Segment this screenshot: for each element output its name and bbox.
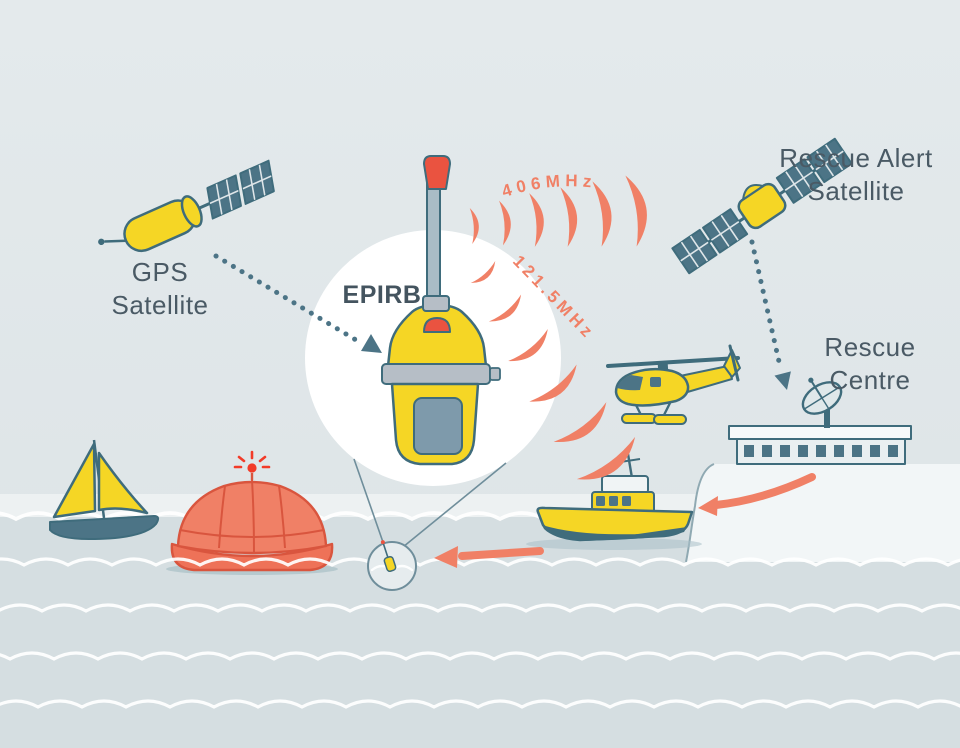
cockpit-window: [617, 375, 643, 391]
dotted-arrow-icon: [213, 239, 791, 390]
epirb-screen: [413, 397, 463, 455]
rescue-centre-label-line2: Centre: [829, 365, 910, 395]
satellite-dish-icon: [801, 377, 843, 415]
rescue-alert-satellite-icon: Rescue Alert Satellite: [671, 137, 933, 275]
sailboat-icon: [49, 439, 160, 540]
helicopter-icon: [606, 344, 741, 425]
antenna-collar: [422, 295, 450, 312]
gps-body-endcap: [180, 195, 203, 228]
rescue-centre-label-line1: Rescue: [824, 332, 915, 362]
float-front: [621, 413, 657, 424]
main-sail: [52, 442, 97, 519]
activation-dome-button: [423, 317, 451, 333]
gps-satellite-icon: GPS Satellite: [98, 159, 275, 320]
tail-rotor: [728, 344, 740, 382]
canopy-seams: [179, 479, 325, 553]
callout-line-right: [402, 462, 507, 548]
sat-panel-grid: [680, 144, 844, 268]
gps-solar-panels: [206, 159, 275, 220]
flash-rays: [233, 450, 271, 469]
sat-dish: [742, 184, 765, 201]
gps-antenna: [104, 239, 127, 243]
gps-label-line1: GPS: [132, 257, 188, 287]
gps-antenna-tip: [98, 238, 105, 246]
floating-epirb: [380, 540, 397, 573]
epirb-antenna: [426, 175, 441, 315]
boat-shadow: [526, 538, 702, 550]
dispatch-swoosh-arrow: [712, 473, 816, 509]
lifeboat-icon: [526, 448, 702, 550]
gps-panel-grid: [209, 164, 272, 215]
rescue-centre-icon: Rescue Centre: [685, 332, 960, 563]
hull-waterline: [542, 525, 687, 541]
epirb-label: EPIRB: [343, 281, 422, 309]
dispatch-arrowhead: [698, 496, 718, 516]
epirb-beacon-icon: EPIRB: [305, 155, 561, 486]
gps-label-line2: Satellite: [112, 290, 209, 320]
float-rear: [653, 414, 687, 425]
upper-cabin: [601, 475, 649, 494]
building-windows: [744, 445, 898, 457]
gps-arrowhead: [361, 334, 382, 353]
gps-body: [123, 199, 197, 253]
bracket-tab: [489, 367, 501, 381]
satellite-arrowhead: [774, 371, 791, 390]
signal-arrow-icon: [434, 546, 544, 568]
boat-arrowhead: [434, 546, 458, 568]
flash-light-icon: [233, 450, 271, 480]
wheelhouse-windows: [596, 496, 631, 506]
gps-panel-boom: [189, 201, 213, 214]
sailboat-hull: [49, 515, 160, 540]
satellite-dotted-line: [749, 239, 783, 369]
boat-arrow-line: [458, 547, 544, 560]
callout-line-left: [353, 458, 385, 546]
jib-sail: [97, 451, 149, 515]
main-rotor: [606, 356, 740, 368]
cliff: [686, 464, 960, 562]
building-roof: [728, 425, 912, 440]
skid-strut-rear: [662, 402, 672, 416]
magnifier-callout-icon: [353, 458, 507, 591]
sat-solar-panels: [671, 137, 853, 275]
rescue-alert-label-line2: Satellite: [808, 176, 905, 206]
boat-mast: [626, 453, 634, 479]
antenna-red-cap: [423, 155, 451, 190]
dish-mast: [824, 406, 830, 428]
cabin-window: [650, 377, 661, 387]
gps-dotted-line: [213, 253, 359, 343]
rescue-alert-label-line1: Rescue Alert: [779, 143, 933, 173]
mounting-bracket: [381, 363, 491, 385]
